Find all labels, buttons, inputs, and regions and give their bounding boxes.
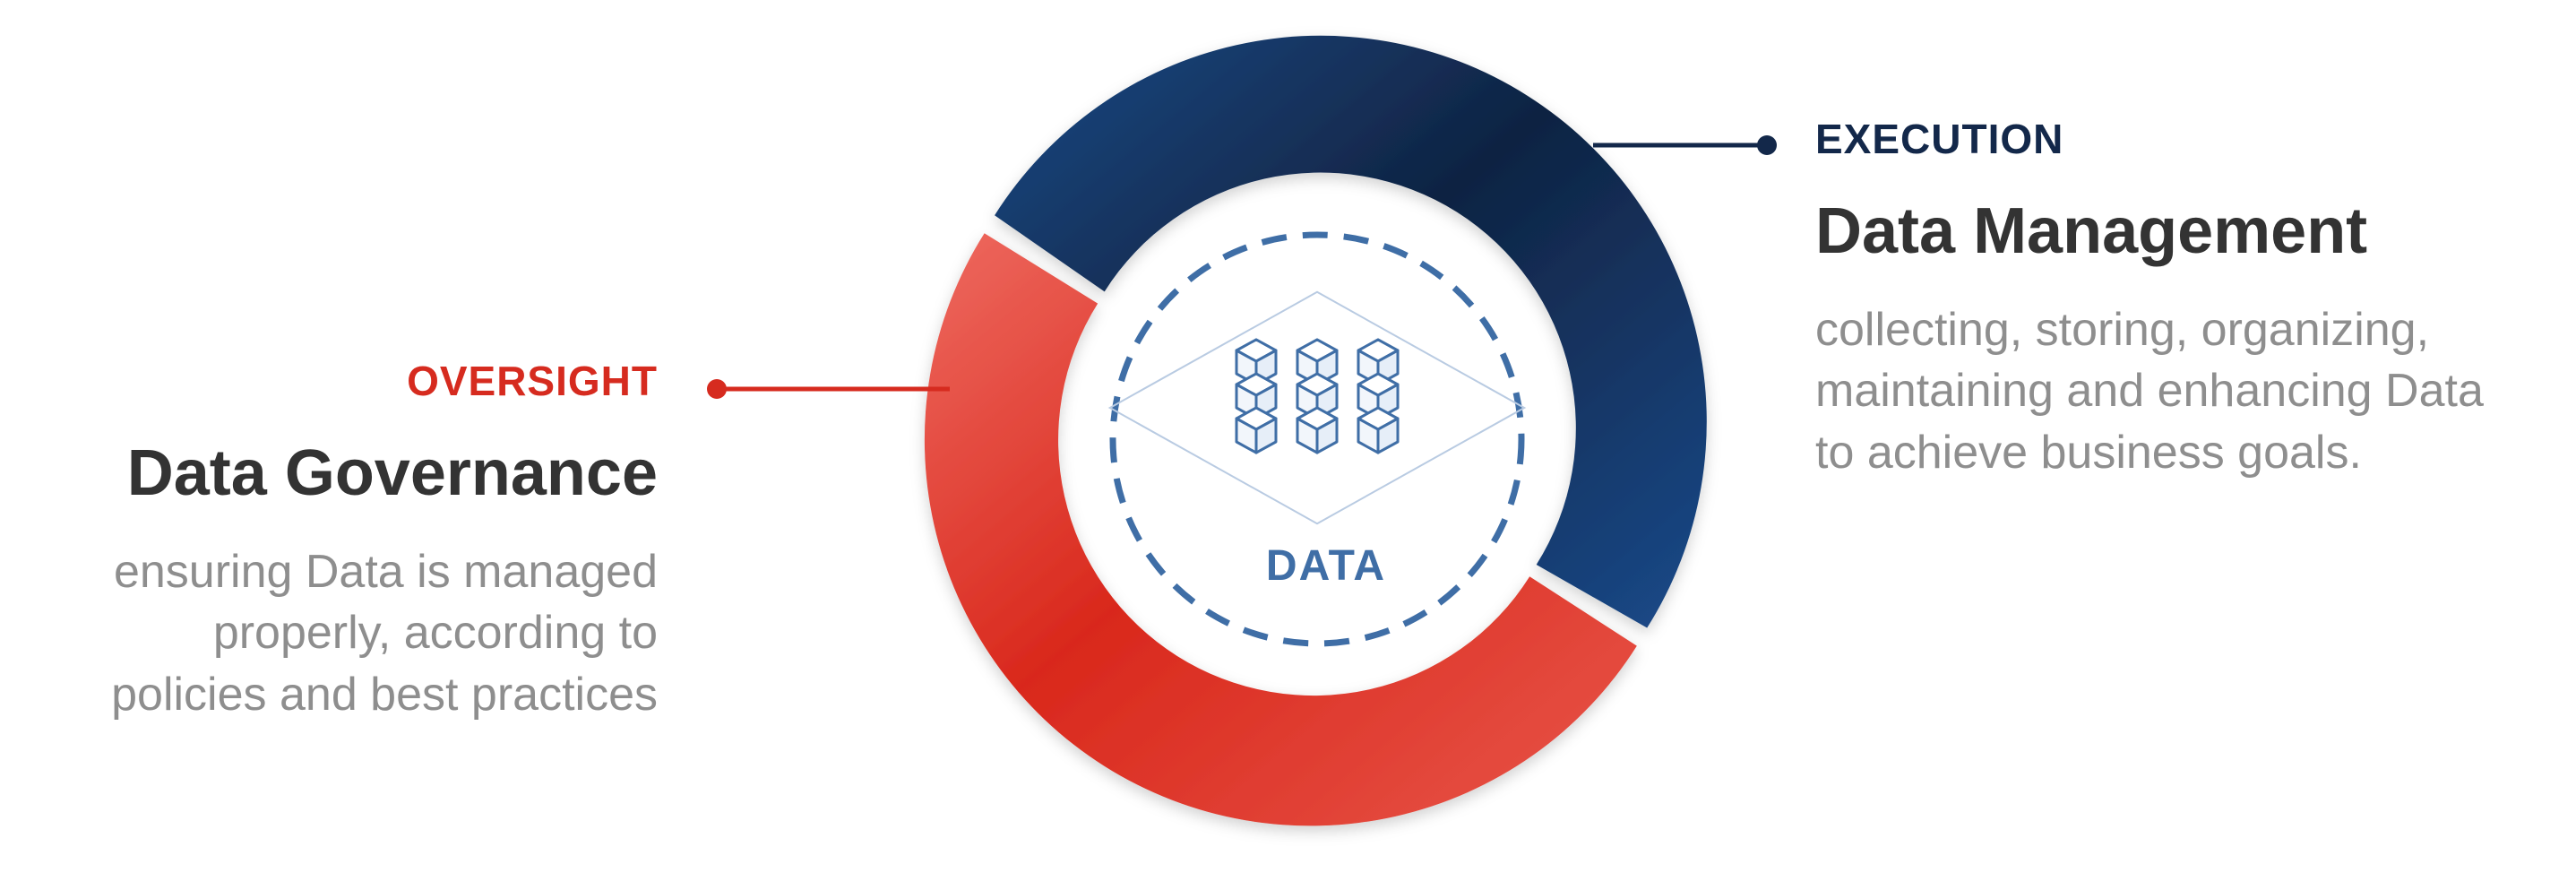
oversight-connector xyxy=(707,379,950,399)
cube-face xyxy=(1315,417,1339,454)
cube-icon xyxy=(1357,406,1400,454)
cubes-grid-icon xyxy=(1107,290,1527,525)
execution-tag: EXECUTION xyxy=(1815,116,2064,162)
cube-icon xyxy=(1296,406,1339,454)
oversight-block: OVERSIGHT Data Governance ensuring Data … xyxy=(36,359,658,726)
oversight-description-line: policies and best practices xyxy=(111,669,658,722)
oversight-tag: OVERSIGHT xyxy=(407,358,658,404)
oversight-description: ensuring Data is managed properly, accor… xyxy=(36,541,658,726)
cube-grid-floor xyxy=(1107,290,1527,525)
cube-face xyxy=(1376,417,1400,454)
execution-description-line: to achieve business goals. xyxy=(1815,427,2362,480)
execution-title: Data Management xyxy=(1815,194,2368,267)
execution-block: EXECUTION Data Management collecting, st… xyxy=(1815,117,2550,484)
center-data-label: DATA xyxy=(1265,542,1387,590)
execution-description-line: collecting, storing, organizing, xyxy=(1815,303,2430,356)
dashed-circle xyxy=(1109,231,1525,647)
execution-description-line: maintaining and enhancing Data xyxy=(1815,365,2484,418)
cube-face xyxy=(1254,417,1278,454)
cube-icon xyxy=(1357,372,1400,420)
oversight-connector-dot xyxy=(707,379,727,399)
cube-icon xyxy=(1296,338,1339,386)
cube-icon xyxy=(1357,338,1400,386)
oversight-title: Data Governance xyxy=(126,436,658,509)
execution-connector xyxy=(1593,135,1777,155)
execution-connector-dot xyxy=(1757,135,1777,155)
oversight-description-line: ensuring Data is managed xyxy=(113,545,658,598)
oversight-ring-segment xyxy=(924,233,1637,826)
donut-ring xyxy=(924,35,1707,826)
oversight-description-line: properly, according to xyxy=(212,607,658,660)
cube-icon xyxy=(1235,406,1278,454)
execution-ring-segment xyxy=(995,35,1707,628)
execution-description: collecting, storing, organizing, maintai… xyxy=(1815,299,2550,484)
